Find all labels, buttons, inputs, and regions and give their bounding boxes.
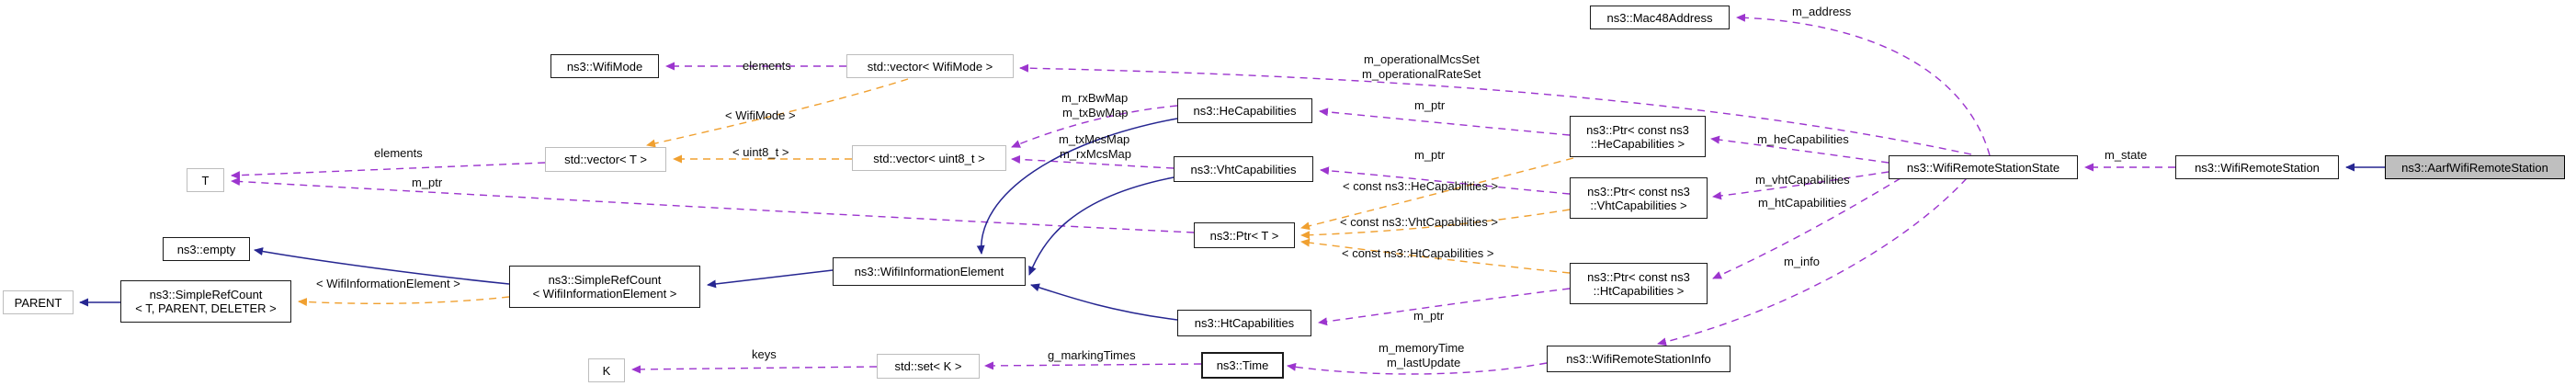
node-ns3-wifiremotestationstate[interactable]: ns3::WifiRemoteStationState [1889,155,2078,179]
node-ns3-wifiinformationelement[interactable]: ns3::WifiInformationElement [833,257,1026,286]
edge-label-template-const-vht: < const ns3::VhtCapabilities > [1340,215,1498,229]
node-ns3-htcapabilities[interactable]: ns3::HtCapabilities [1177,310,1311,336]
edge-label-template-const-he: < const ns3::HeCapabilities > [1343,179,1499,193]
node-line: ns3::SimpleRefCount [548,273,662,287]
edge-label-template-wifimode: < WifiMode > [725,108,796,122]
edge-label-m-hecapabilities: m_heCapabilities [1757,132,1849,146]
node-parent: PARENT [3,290,74,314]
edge-label-m-rxbwmap: m_rxBwMap [1061,91,1129,105]
node-line: ::VhtCapabilities > [1590,198,1687,212]
node-ns3-simplerefcount-t-parent-deleter[interactable]: ns3::SimpleRefCount < T, PARENT, DELETER… [120,280,291,323]
edge-label-keys: keys [752,347,777,361]
edge-label-m-operationalmcsset: m_operationalMcsSet [1364,52,1480,66]
edge-label-g-markingtimes: g_markingTimes [1048,348,1136,362]
node-ns3-mac48address[interactable]: ns3::Mac48Address [1590,6,1730,29]
node-std-vector-wifimode: std::vector< WifiMode > [846,54,1014,78]
node-ns3-ptr-const-hecapabilities[interactable]: ns3::Ptr< const ns3 ::HeCapabilities > [1570,116,1706,157]
node-ns3-wifimode[interactable]: ns3::WifiMode [550,54,659,78]
edge-label-template-const-ht: < const ns3::HtCapabilities > [1342,246,1494,260]
node-std-vector-uint8: std::vector< uint8_t > [852,145,1006,171]
node-ns3-vhtcapabilities[interactable]: ns3::VhtCapabilities [1174,156,1313,182]
edge-label-m-ptr-he: m_ptr [1414,98,1446,112]
node-ns3-aarfwifiremotestation: ns3::AarfWifiRemoteStation [2385,155,2565,179]
edge-label-m-state: m_state [2105,148,2148,162]
node-line: ns3::SimpleRefCount [149,288,263,301]
node-line: ::HeCapabilities > [1590,136,1685,151]
node-line: ::HtCapabilities > [1593,283,1685,298]
node-line: ns3::Ptr< const ns3 [1587,184,1690,199]
node-std-set-k: std::set< K > [877,354,980,379]
edge-label-m-htcapabilities: m_htCapabilities [1758,196,1847,210]
node-ns3-wifiremotestation[interactable]: ns3::WifiRemoteStation [2175,155,2339,179]
node-ns3-ptr-t[interactable]: ns3::Ptr< T > [1194,222,1295,248]
node-line: ns3::Ptr< const ns3 [1586,122,1689,137]
edge-label-m-address: m_address [1792,5,1852,18]
node-ns3-ptr-const-vhtcapabilities[interactable]: ns3::Ptr< const ns3 ::VhtCapabilities > [1570,177,1708,219]
edge-label-template-uint8: < uint8_t > [732,145,789,159]
edge-label-m-memorytime: m_memoryTime [1379,341,1465,355]
edge-label-m-txbwmap: m_txBwMap [1062,106,1129,119]
edge-label-template-wie: < WifiInformationElement > [316,277,460,290]
node-ns3-time[interactable]: ns3::Time [1201,352,1284,379]
edge-label-m-lastupdate: m_lastUpdate [1387,356,1461,369]
edge-label-m-ptr-t: m_ptr [412,176,443,189]
edge-label-m-info: m_info [1784,255,1821,268]
node-t: T [187,168,224,192]
edge-label-m-ptr-ht: m_ptr [1413,309,1445,323]
node-line: < T, PARENT, DELETER > [135,301,277,315]
edge-label-elements-left: elements [374,146,423,160]
edge-label-m-vhtcapabilities: m_vhtCapabilities [1755,173,1850,187]
node-ns3-empty[interactable]: ns3::empty [163,237,250,261]
node-k: K [588,358,625,382]
node-ns3-hecapabilities[interactable]: ns3::HeCapabilities [1177,98,1312,123]
node-std-vector-t: std::vector< T > [545,147,666,172]
node-line: ns3::Ptr< const ns3 [1587,269,1690,284]
node-line: < WifiInformationElement > [532,287,677,301]
edge-label-elements-top: elements [743,59,791,73]
node-ns3-simplerefcount-wifiinformationelement[interactable]: ns3::SimpleRefCount < WifiInformationEle… [509,266,700,308]
edge-label-m-operationalrateset: m_operationalRateSet [1362,67,1481,81]
node-ns3-ptr-const-htcapabilities[interactable]: ns3::Ptr< const ns3 ::HtCapabilities > [1570,263,1708,304]
edge-label-m-rxmcsmap: m_rxMcsMap [1060,147,1132,161]
edge-label-m-ptr-vht: m_ptr [1414,148,1446,162]
edge-label-m-txmcsmap: m_txMcsMap [1059,132,1130,146]
node-ns3-wifiremotestationinfo[interactable]: ns3::WifiRemoteStationInfo [1547,346,1731,372]
